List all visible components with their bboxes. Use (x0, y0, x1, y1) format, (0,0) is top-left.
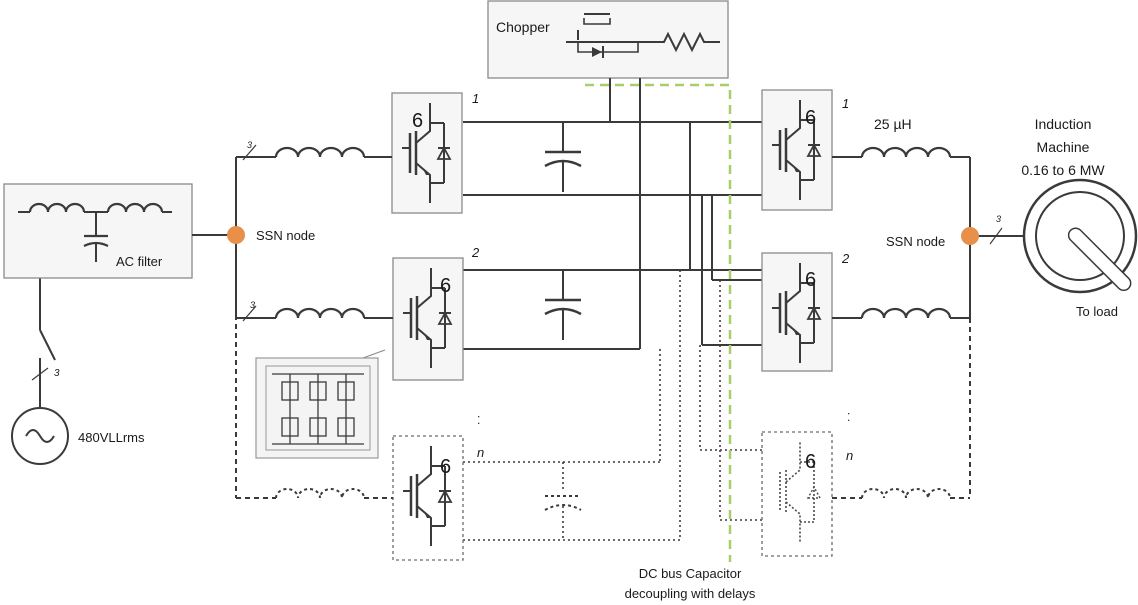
svg-text:6: 6 (412, 110, 423, 132)
svg-text:6: 6 (440, 275, 451, 297)
chopper-label: Chopper (496, 19, 550, 35)
left-converter-1: 6 1 (391, 91, 479, 214)
dc-capacitor-2-icon (543, 268, 583, 342)
ac-filter-block: AC filter (3, 183, 193, 279)
svg-text:6: 6 (805, 269, 816, 291)
to-load-label: To load (1076, 304, 1118, 319)
switch-icon (39, 329, 56, 361)
ac-filter-label: AC filter (116, 254, 163, 269)
left-ssn-node (227, 226, 245, 244)
svg-text:3: 3 (247, 140, 252, 150)
dc-bus-label-line1: DC bus Capacitor (639, 566, 742, 581)
source-phase-mark: 3 (54, 368, 60, 379)
svg-text:3: 3 (250, 300, 255, 310)
svg-text:3: 3 (996, 214, 1001, 224)
dc-capacitor-1-icon (543, 120, 583, 194)
induction-machine-icon (1022, 178, 1138, 294)
svg-text:n: n (477, 445, 484, 460)
resistor-icon (656, 31, 720, 53)
svg-text:2: 2 (471, 245, 480, 260)
machine-rating: 0.16 to 6 MW (1021, 162, 1105, 178)
svg-text:6: 6 (805, 451, 816, 473)
source-label: 480VLLrms (78, 430, 145, 445)
right-converter-2: 6 2 (761, 251, 850, 372)
dc-bus-wiring (463, 78, 762, 541)
machine-title-line1: Induction (1035, 116, 1092, 132)
dc-bus-label-line2: decoupling with delays (625, 586, 756, 601)
right-ellipsis: . . (845, 412, 859, 422)
svg-text:1: 1 (842, 96, 849, 111)
left-ellipsis: . . (475, 415, 489, 425)
left-ssn-node-label: SSN node (256, 228, 315, 243)
left-converter-n: 6 n (392, 435, 484, 561)
left-converter-2: 6 2 (392, 245, 480, 381)
source-branch: 3 480VLLrms (11, 278, 145, 465)
right-converter-1: 6 1 (761, 89, 849, 211)
svg-text:2: 2 (841, 251, 850, 266)
machine-title-line2: Machine (1037, 139, 1090, 155)
bridge-inset (255, 349, 386, 459)
right-ssn-node-label: SSN node (886, 234, 945, 249)
right-ssn-bus: 3 (832, 146, 1025, 499)
svg-text:1: 1 (472, 91, 479, 106)
svg-text:6: 6 (805, 107, 816, 129)
svg-text:6: 6 (440, 456, 451, 478)
svg-text:n: n (846, 448, 853, 463)
right-converter-n: 6 n (761, 431, 853, 557)
right-ssn-node (961, 227, 979, 245)
inductor-label: 25 µH (874, 116, 912, 132)
decoupling-boundary (585, 83, 732, 562)
dc-capacitor-n-icon (544, 462, 582, 540)
chopper-block (487, 0, 729, 79)
chopper-igbt-icon (566, 13, 656, 58)
